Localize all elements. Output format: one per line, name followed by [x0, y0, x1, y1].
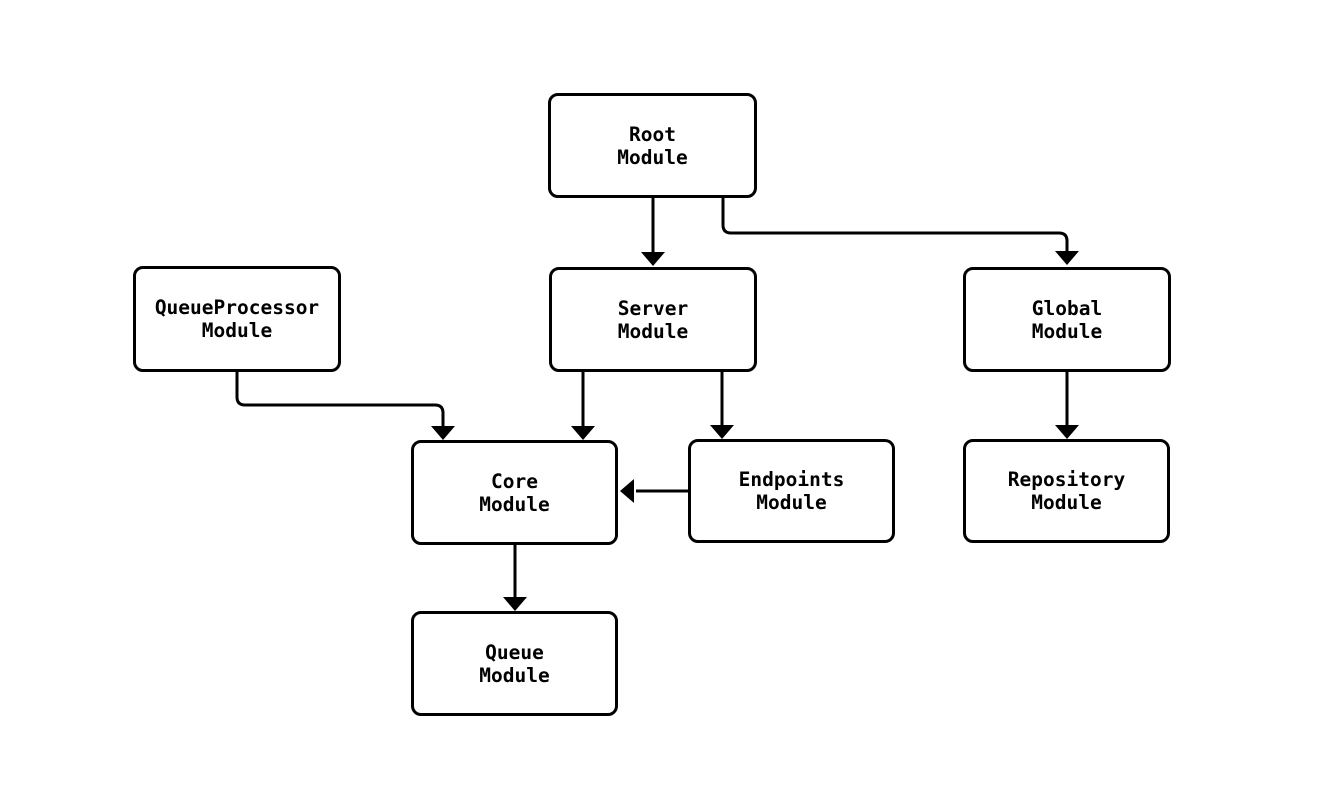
edge-server-to-endpoints — [710, 372, 734, 439]
arrowhead — [641, 252, 665, 266]
node-repository-module: Repository Module — [963, 439, 1170, 543]
arrowhead — [620, 479, 634, 503]
node-label-line2: Module — [617, 319, 689, 343]
edge-core-to-queue — [503, 545, 527, 611]
node-server-module: Server Module — [549, 267, 757, 372]
node-label-line1: Endpoints — [738, 468, 845, 491]
arrowhead — [431, 426, 455, 440]
node-label-line2: Module — [1031, 319, 1103, 343]
node-core-module: Core Module — [411, 440, 618, 545]
edge-root-to-global — [721, 198, 1079, 265]
arrowhead — [503, 597, 527, 611]
node-global-module: Global Module — [963, 267, 1171, 372]
node-label-line1: Queue — [485, 640, 544, 664]
node-endpoints-module: Endpoints Module — [688, 439, 895, 543]
node-label-line2: Module — [1031, 491, 1102, 514]
edge-root-to-server — [641, 198, 665, 266]
node-label-line1: Repository — [1007, 468, 1126, 491]
node-label-line2: Module — [479, 663, 550, 687]
arrowhead — [571, 426, 595, 440]
edge-global-to-repository — [1055, 372, 1079, 439]
arrowhead — [1055, 425, 1079, 439]
edge-server-to-core — [571, 372, 595, 440]
node-label-line2: Module — [617, 145, 688, 169]
node-label-line1: Global — [1031, 296, 1103, 320]
node-label-line2: Module — [479, 492, 550, 516]
arrowhead — [710, 425, 734, 439]
node-label-line2: Module — [756, 491, 827, 514]
node-label-line1: Root — [629, 122, 676, 146]
node-label-line2: Module — [201, 319, 273, 342]
node-root-module: Root Module — [548, 93, 757, 198]
node-label-line1: QueueProcessor — [154, 296, 320, 319]
node-label-line1: Core — [491, 469, 538, 493]
edge-endpoints-to-core — [620, 479, 688, 503]
node-queue-module: Queue Module — [411, 611, 618, 716]
arrowhead — [1055, 251, 1079, 265]
node-queueprocessor-module: QueueProcessor Module — [133, 266, 341, 372]
node-label-line1: Server — [617, 296, 689, 320]
edge-queueprocessor-to-core — [235, 372, 455, 440]
